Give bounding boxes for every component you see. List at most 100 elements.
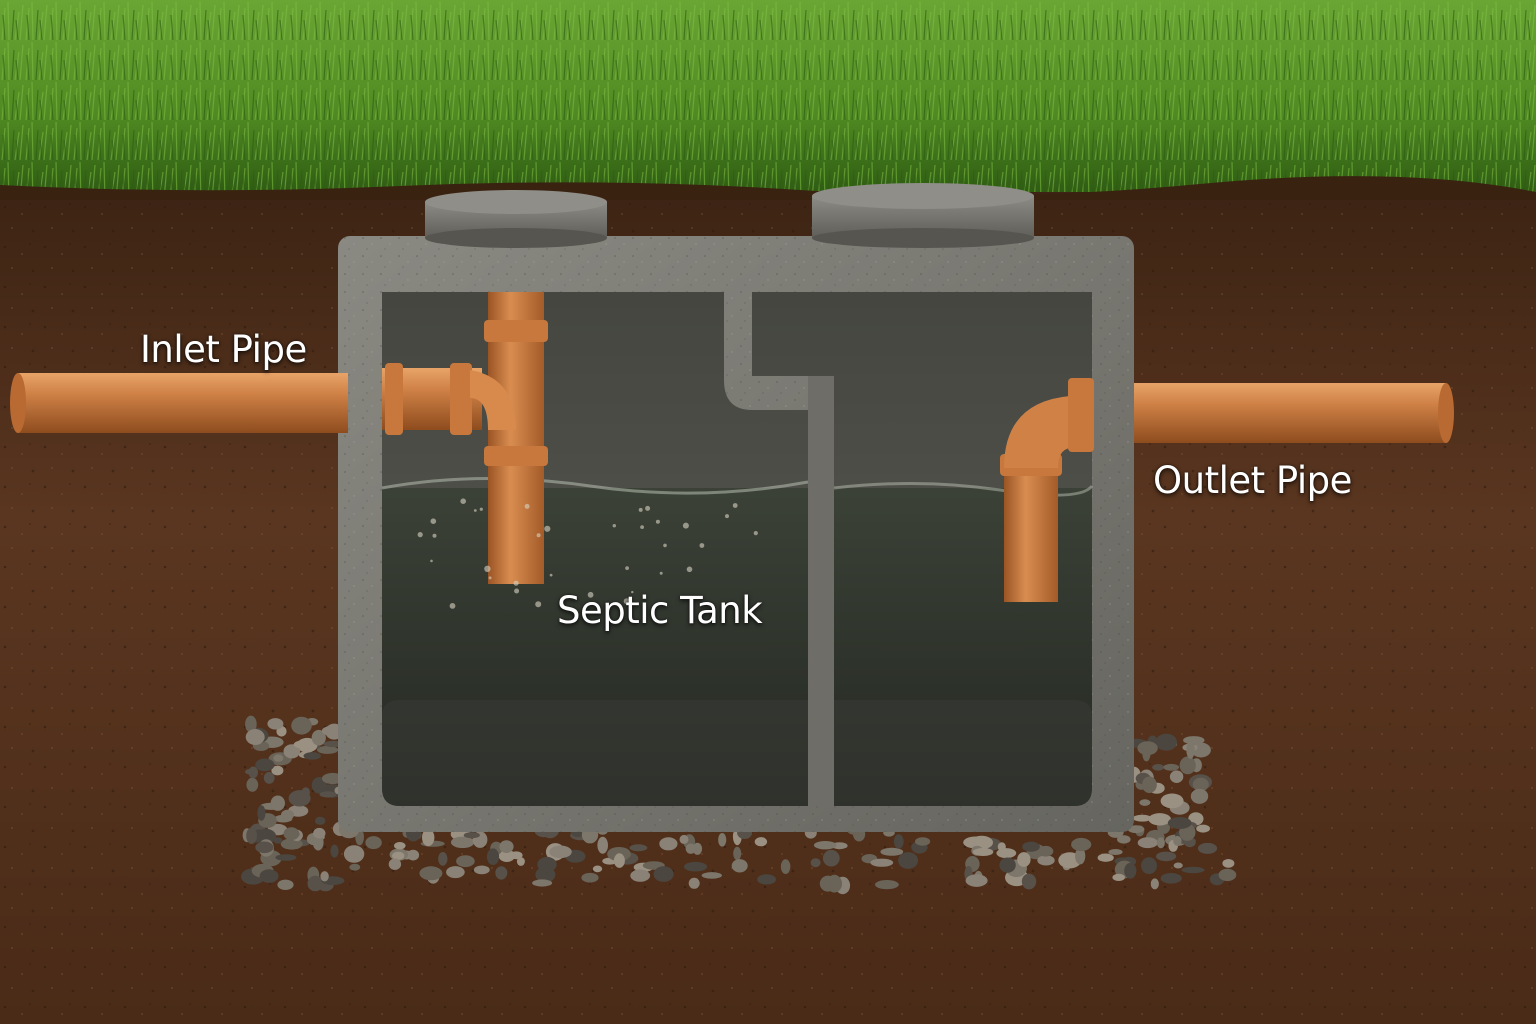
gravel-stone [257,805,266,821]
gravel-stone [972,848,994,856]
bubble [645,505,651,511]
gravel-stone [259,869,279,883]
gravel-stone [733,846,742,861]
gravel-stone [1197,842,1218,854]
bubble [663,543,667,548]
bubble [488,576,492,580]
gravel-stone [718,833,727,847]
gravel-stone [307,875,324,892]
gravel-stone [277,879,294,890]
gravel-stone [963,836,987,849]
bubble [699,543,705,548]
gravel-stone [1132,814,1152,822]
access-lid-left [425,190,607,248]
gravel-stone [1137,837,1158,849]
bubble [430,518,437,524]
gravel-stone [365,836,382,850]
gravel-stone [446,866,465,879]
gravel-stone [613,853,625,868]
gravel-stone [915,837,931,846]
gravel-stone [246,827,257,844]
gravel-stone [315,816,326,825]
gravel-stone [1022,841,1040,852]
bubble [479,507,483,511]
gravel-stone [1160,873,1182,884]
gravel-stone [317,745,339,754]
bubble [524,503,530,509]
bubble [417,532,423,538]
bubble [536,533,541,538]
gravel-stone [283,744,301,759]
gravel-stone [419,866,443,881]
outlet-pipe [1000,378,1454,602]
gravel-stone [343,845,365,863]
gravel-stone [394,842,406,850]
gravel-stone [731,859,748,873]
gravel-stone [532,879,553,887]
gravel-stone [498,849,516,862]
gravel-stone [679,834,689,844]
gravel-stone [1196,824,1210,833]
gravel-stone [683,861,708,872]
gravel-stone [1181,866,1205,874]
gravel-stone [630,869,651,882]
gravel-stone [516,857,525,866]
bubble [659,571,663,575]
gravel-stone [313,827,326,839]
gravel-stone [1075,847,1086,865]
gravel-stone [1196,778,1208,790]
bubble [612,524,616,528]
gravel-stone [780,859,791,874]
gravel-stone [312,834,324,851]
bubble [753,531,758,536]
gravel-stone [1173,835,1182,846]
gravel-stone [1137,741,1158,756]
gravel-stone [1155,733,1178,751]
gravel-stone [456,855,475,868]
gravel-stone [273,837,283,844]
gravel-stone [388,858,402,870]
gravel-stone [303,752,321,760]
gravel-stone [1141,857,1157,875]
grass-layer [0,0,1536,200]
gravel-stone [549,845,572,859]
gravel-stone [1139,799,1151,806]
bubble [484,565,491,572]
bubble [682,522,689,529]
gravel-stone [1097,853,1114,862]
gravel-stone [291,716,312,735]
gravel-stone [311,777,327,794]
bubble [732,503,738,508]
gravel-stone [1124,862,1137,879]
gravel-stone [653,866,674,882]
gravel-stone [422,828,435,847]
bubble [544,525,551,532]
gravel-stone [1148,813,1171,826]
gravel-stone [330,844,339,858]
bubble [625,566,629,570]
outlet-pipe-label: Outlet Pipe [1153,459,1352,502]
gravel-stone [870,858,894,867]
bubble [725,514,729,519]
gravel-stone [1190,788,1209,804]
gravel-stone [965,874,988,887]
gravel-stone [581,872,599,883]
gravel-stone [280,838,303,850]
gravel-stone [510,851,523,860]
bubble [638,507,643,512]
gravel-stone [757,874,776,885]
gravel-stone [701,872,722,879]
gravel-stone [898,852,919,869]
gravel-stone [1037,855,1055,866]
bubble [514,588,520,594]
gravel-stone [1142,776,1157,794]
gravel-stone [685,843,696,854]
gravel-stone [1169,770,1184,783]
bubble [549,573,553,577]
inlet-pipe-label: Inlet Pipe [140,328,307,371]
gravel-stone [255,758,275,772]
gravel-stone [1038,845,1054,857]
bubbles [417,498,758,609]
gravel-stone [999,857,1016,873]
gravel-stone [319,791,337,798]
